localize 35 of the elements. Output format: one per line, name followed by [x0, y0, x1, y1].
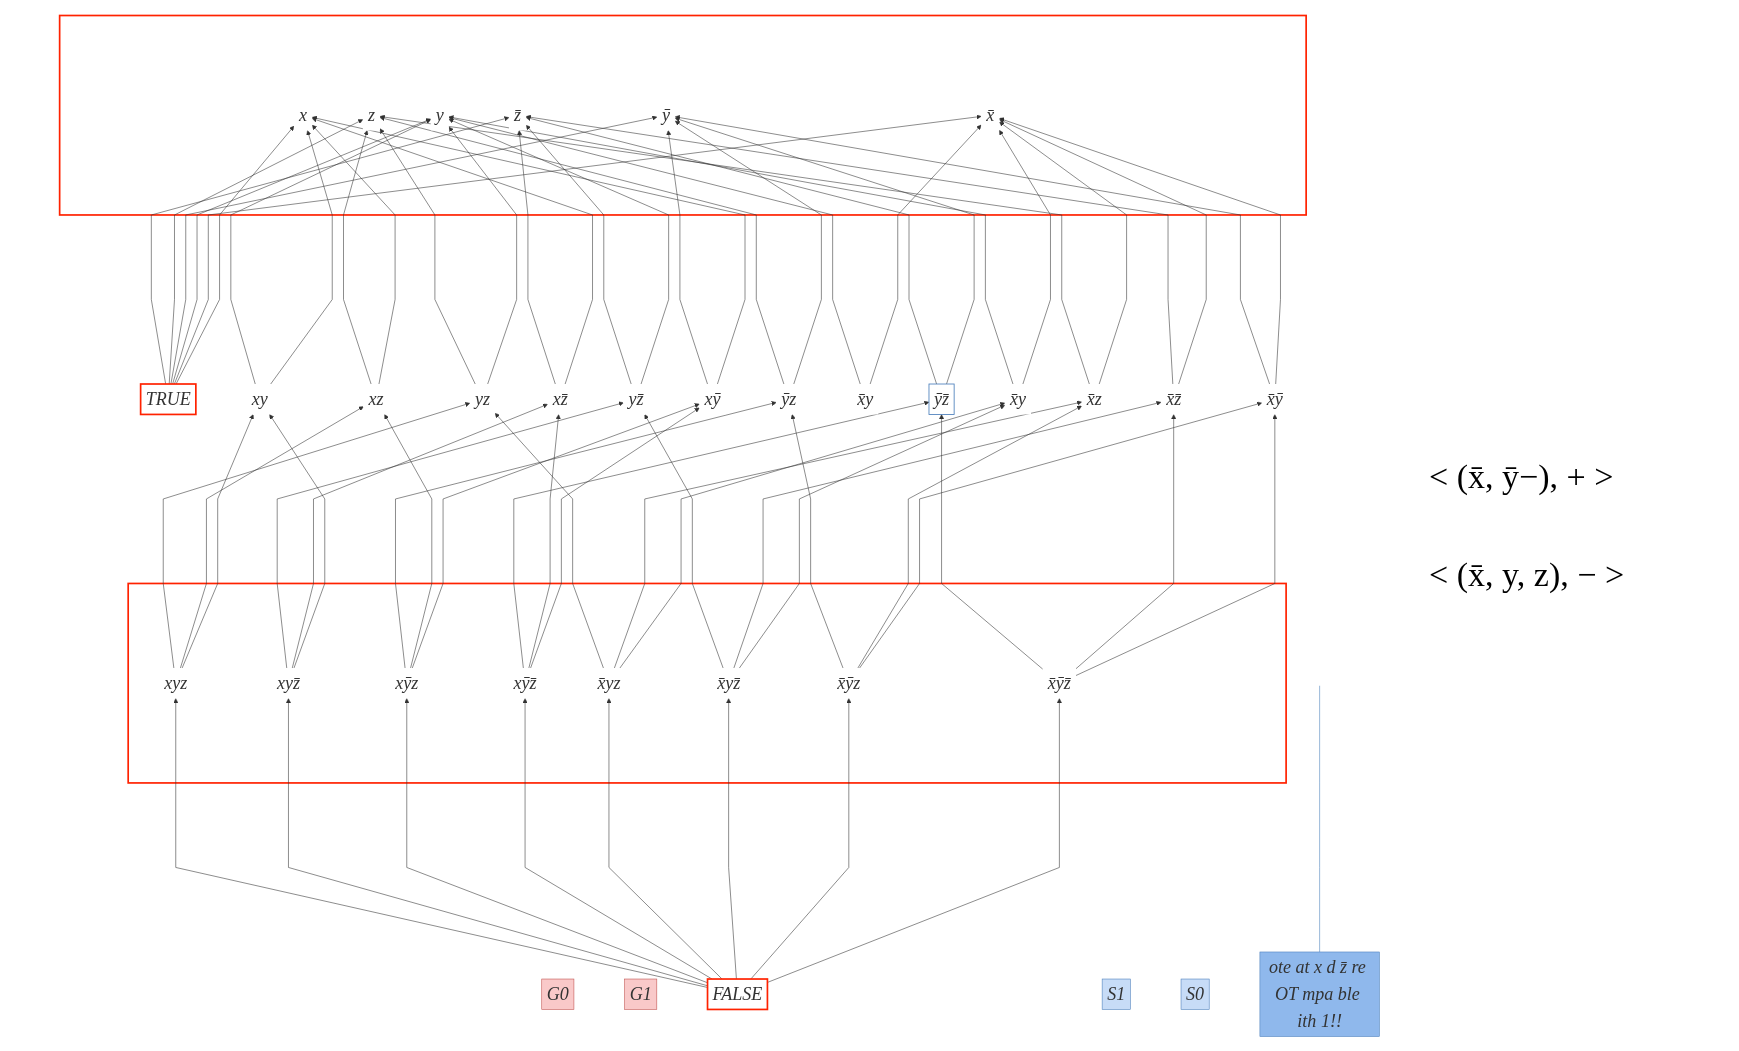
node-text: x̄y [857, 388, 874, 409]
node-text: xȳ [704, 388, 721, 409]
node-text: yz [474, 388, 490, 409]
node-text: ȳ [662, 104, 671, 125]
node-text: yz̄ [628, 388, 644, 409]
node-box: ote at x d z̄ re OT mpa ble ith 1!! [1259, 951, 1380, 1037]
node-text: x̄ȳz̄ [1047, 672, 1071, 693]
node-box: S0 [1180, 978, 1210, 1010]
node-text: x̄ȳ [1266, 388, 1283, 409]
node-box: ȳz̄ [928, 383, 955, 415]
cluster [58, 14, 1307, 216]
node-text: xyz̄ [276, 672, 300, 693]
node-text: xy [251, 388, 268, 409]
node-box: G1 [624, 978, 658, 1010]
node-text: xz [368, 388, 384, 409]
connector [1319, 684, 1320, 952]
node-text: x̄yz̄ [717, 672, 741, 693]
node-text: x̄z̄ [1166, 388, 1182, 409]
cluster [127, 582, 1287, 784]
formula-label: < (x̄, ȳ−), + > [1429, 457, 1614, 496]
node-text: xz̄ [552, 388, 568, 409]
node-text: x̄yz [597, 672, 621, 693]
node-text: xȳz̄ [513, 672, 537, 693]
node-box: G0 [541, 978, 575, 1010]
node-text: ȳz [781, 388, 797, 409]
formula-label: < (x̄, y, z), − > [1429, 555, 1625, 594]
node-text: xyz [164, 672, 188, 693]
node-box: S1 [1101, 978, 1131, 1010]
node-box: FALSE [706, 977, 769, 1010]
node-box: TRUE [139, 382, 197, 415]
node-text: x̄ [986, 104, 995, 125]
node-text: x̄z [1086, 388, 1102, 409]
node-text: x̄ȳz [837, 672, 861, 693]
node-text: xȳz [395, 672, 419, 693]
node-text: x [299, 104, 308, 125]
